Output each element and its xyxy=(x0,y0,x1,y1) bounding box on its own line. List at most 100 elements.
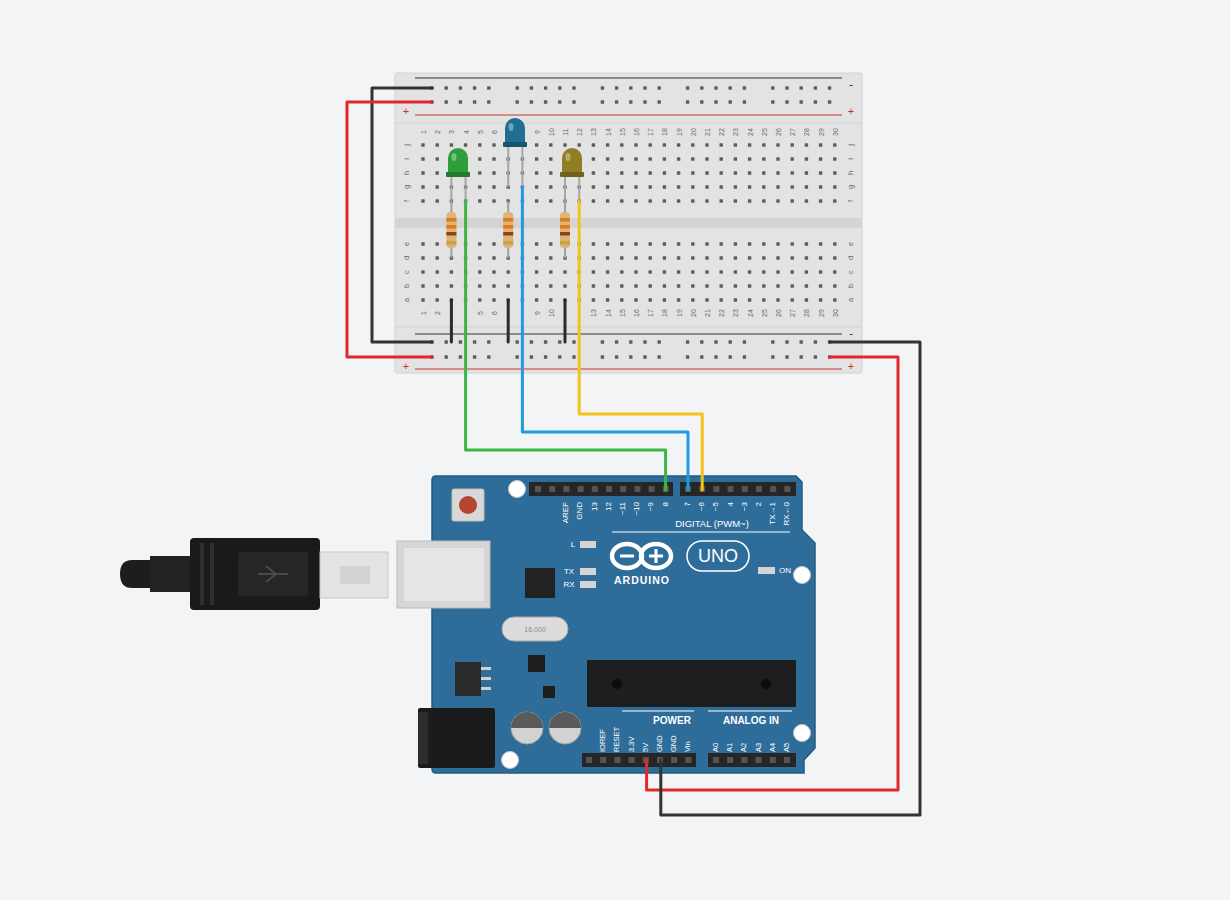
rail-sign: - xyxy=(849,328,853,339)
column-number: 22 xyxy=(718,309,725,317)
breadboard-hole xyxy=(776,242,779,245)
breadboard-hole xyxy=(592,185,595,188)
breadboard-hole xyxy=(833,270,836,273)
pin-label: AREF xyxy=(562,502,570,523)
header-pin xyxy=(649,486,655,492)
led-symbol xyxy=(503,142,527,147)
header-pin xyxy=(756,486,762,492)
breadboard-hole xyxy=(663,284,666,287)
breadboard-hole xyxy=(762,284,765,287)
breadboard-hole xyxy=(819,298,822,301)
column-number: 27 xyxy=(789,309,796,317)
breadboard-hole xyxy=(720,270,723,273)
header-pin xyxy=(549,486,555,492)
breadboard-hole xyxy=(734,143,737,146)
breadboard-hole xyxy=(516,100,519,103)
breadboard-hole xyxy=(776,256,779,259)
breadboard-hole xyxy=(691,270,694,273)
led-label: ON xyxy=(779,567,791,575)
breadboard-hole xyxy=(634,143,637,146)
pin-label: 4 xyxy=(727,502,735,506)
breadboard-hole xyxy=(791,199,794,202)
breadboard-hole xyxy=(516,86,519,89)
breadboard-hole xyxy=(606,157,609,160)
breadboard-hole xyxy=(663,157,666,160)
breadboard-hole xyxy=(421,157,424,160)
breadboard-hole xyxy=(776,171,779,174)
row-letter: h xyxy=(847,171,855,175)
breadboard-hole xyxy=(720,157,723,160)
breadboard-hole xyxy=(720,284,723,287)
header-title: ANALOG IN xyxy=(723,716,779,726)
pin-label: ~11 xyxy=(619,502,627,515)
breadboard-hole xyxy=(535,157,538,160)
breadboard-hole xyxy=(734,242,737,245)
breadboard-hole xyxy=(734,284,737,287)
pin-label: GND xyxy=(576,502,584,520)
capacitor xyxy=(549,712,581,744)
resistor-symbol xyxy=(560,241,570,245)
breadboard-hole xyxy=(814,86,817,89)
breadboard-hole xyxy=(643,355,646,358)
wire xyxy=(347,102,432,357)
led-symbol xyxy=(564,176,566,201)
breadboard-hole xyxy=(776,185,779,188)
pin-label: IOREF xyxy=(599,729,607,752)
breadboard-hole xyxy=(814,340,817,343)
led-symbol xyxy=(509,123,514,131)
breadboard-hole xyxy=(776,143,779,146)
breadboard-hole xyxy=(535,298,538,301)
pin-label: Vin xyxy=(685,741,693,752)
breadboard-hole xyxy=(649,298,652,301)
breadboard-hole xyxy=(649,256,652,259)
breadboard-hole xyxy=(445,355,448,358)
breadboard-hole xyxy=(729,86,732,89)
usb-chip xyxy=(525,568,555,598)
row-letter: c xyxy=(847,270,855,274)
breadboard-hole xyxy=(776,270,779,273)
pin-header xyxy=(680,482,796,496)
resistor-symbol xyxy=(503,201,513,258)
negative-rail-line xyxy=(415,77,842,78)
breadboard-hole xyxy=(421,256,424,259)
column-number: 5 xyxy=(476,311,483,315)
breadboard-hole xyxy=(459,355,462,358)
breadboard-hole xyxy=(805,242,808,245)
column-number: 29 xyxy=(817,309,824,317)
breadboard-hole xyxy=(686,100,689,103)
breadboard-hole xyxy=(700,86,703,89)
plug-ridge xyxy=(200,543,204,605)
row-letter: j xyxy=(847,144,855,146)
breadboard-hole xyxy=(677,256,680,259)
breadboard-hole xyxy=(535,256,538,259)
column-number: 25 xyxy=(760,309,767,317)
breadboard-hole xyxy=(691,171,694,174)
breadboard-hole xyxy=(705,270,708,273)
column-number: 20 xyxy=(689,309,696,317)
pin-label: A2 xyxy=(741,743,749,752)
header-pin xyxy=(728,486,734,492)
breadboard-hole xyxy=(748,256,751,259)
breadboard-hole xyxy=(487,355,490,358)
reset-button-base xyxy=(452,489,484,521)
breadboard-hole xyxy=(819,284,822,287)
breadboard-hole xyxy=(691,185,694,188)
breadboard-hole xyxy=(516,340,519,343)
header-pin xyxy=(713,486,719,492)
rail-sign: + xyxy=(848,106,854,117)
header-pin xyxy=(770,757,776,763)
resistor-symbol xyxy=(503,241,513,245)
breadboard-hole xyxy=(663,242,666,245)
breadboard-hole xyxy=(445,100,448,103)
capacitor-top xyxy=(549,712,581,728)
breadboard-hole xyxy=(436,298,439,301)
breadboard-hole xyxy=(563,270,566,273)
breadboard-hole xyxy=(592,284,595,287)
header-pin xyxy=(685,757,691,763)
voltage-regulator xyxy=(455,662,481,696)
column-number: 19 xyxy=(675,309,682,317)
breadboard-hole xyxy=(620,143,623,146)
breadboard-hole xyxy=(743,100,746,103)
breadboard-hole xyxy=(620,256,623,259)
column-number: 17 xyxy=(647,128,654,136)
